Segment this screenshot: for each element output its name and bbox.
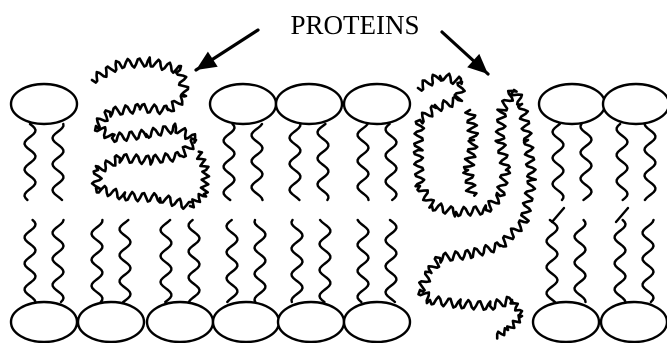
lipid-tail-lower: [292, 220, 303, 302]
protein-upper-left: [92, 58, 196, 209]
lipid-tail-upper: [53, 124, 64, 200]
lipid-head-top: [539, 84, 605, 124]
protein-upper-left-loop: [190, 152, 209, 208]
lipid-head-bottom: [78, 302, 144, 342]
lipid-tail-upper: [290, 124, 301, 200]
lipid-head-bottom: [11, 302, 77, 342]
lipid-head-bottom: [601, 302, 667, 342]
lipid-tail-lower: [386, 220, 397, 302]
lipid-head-top: [603, 84, 667, 124]
lipid-tail-lower: [358, 220, 369, 302]
lipid-tail-lower: [25, 220, 36, 302]
lipid-tail-upper: [553, 124, 564, 200]
lipid-tail-lower: [643, 220, 654, 302]
lipid-head-top: [276, 84, 342, 124]
lipid-tail-lower: [255, 220, 266, 302]
lipid-tail-upper: [224, 124, 235, 200]
lipid-heads: [11, 84, 667, 342]
proteins-label: PROTEINS: [290, 10, 419, 40]
lipid-tail-upper: [617, 124, 628, 200]
lipid-head-bottom: [213, 302, 279, 342]
lipid-tail-stub: [552, 208, 564, 222]
arrow-left-head: [196, 52, 218, 70]
lipid-tail-lower: [227, 220, 238, 302]
lipid-head-top: [11, 84, 77, 124]
lipid-tail-upper: [318, 124, 329, 200]
lipid-tail-lower: [92, 220, 103, 302]
protein-transmembrane-tail: [497, 300, 522, 338]
lipid-tail-lower: [189, 220, 200, 302]
lipid-tail-lower: [615, 220, 626, 302]
lipid-tail-upper: [358, 124, 369, 200]
lipid-tail-upper: [386, 124, 397, 200]
lipid-head-top: [210, 84, 276, 124]
lipid-tail-lower: [120, 220, 131, 302]
lipid-tails: [25, 124, 656, 302]
protein-transmembrane-coil: [463, 110, 477, 196]
lipid-head-bottom: [533, 302, 599, 342]
lipid-head-bottom: [344, 302, 410, 342]
lipid-tail-lower: [547, 220, 558, 302]
lipid-tail-lower: [320, 220, 331, 302]
lipid-tail-lower: [53, 220, 64, 302]
lipid-tail-upper: [645, 124, 656, 200]
lipid-tail-lower: [161, 220, 172, 302]
lipid-head-bottom: [147, 302, 213, 342]
lipid-head-top: [344, 84, 410, 124]
lipid-tail-upper: [252, 124, 263, 200]
lipid-tail-upper: [581, 124, 592, 200]
lipid-tail-upper: [25, 124, 36, 200]
lipid-tail-lower: [575, 220, 586, 302]
lipid-head-bottom: [278, 302, 344, 342]
